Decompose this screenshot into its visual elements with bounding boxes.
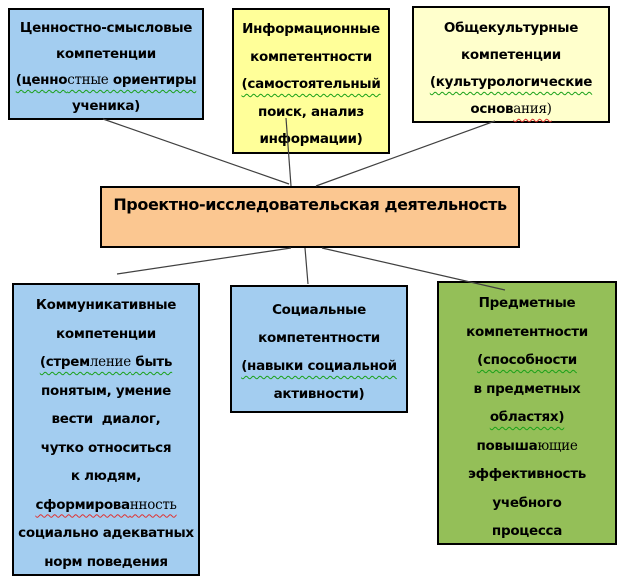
- box-line: чутко относиться: [14, 434, 198, 463]
- spellcheck-underlined-text: (стремление быть: [39, 354, 173, 370]
- box-line: компетенции: [14, 320, 198, 349]
- box-line: в предметных: [439, 375, 615, 404]
- box-line: компетентности: [232, 324, 406, 352]
- box-text: Ценностно-смысловые: [19, 20, 193, 36]
- box-line: Ценностно-смысловые: [10, 15, 202, 41]
- box-text: основания): [470, 101, 552, 117]
- box-text: социально адекватных: [18, 525, 194, 541]
- box-line: сформированность: [14, 491, 198, 520]
- box-text: компетентности: [258, 330, 380, 346]
- box-informational-competencies: Информационные компетентности (самостоят…: [232, 8, 390, 154]
- box-line: активности): [232, 380, 406, 408]
- box-line: процесса: [439, 517, 615, 546]
- box-line: Общекультурные: [414, 15, 608, 42]
- box-line: Проектно-исследовательская деятельность: [102, 195, 518, 214]
- box-line: повышающие: [439, 432, 615, 461]
- box-line: компетентности: [439, 318, 615, 347]
- box-line: компетенции: [10, 41, 202, 67]
- box-text: поиск, анализ: [258, 103, 364, 120]
- box-line: Предметные: [439, 289, 615, 318]
- spellcheck-underlined-text: (навыки социальной: [241, 358, 397, 374]
- box-text: компетенции: [56, 46, 156, 62]
- box-line: Коммуникативные: [14, 291, 198, 320]
- box-line: компетенции: [414, 42, 608, 69]
- box-text: Информационные: [242, 21, 380, 37]
- box-line: эффективность: [439, 460, 615, 489]
- box-text: повышающие: [476, 437, 578, 454]
- box-value-semantic-competencies: Ценностно-смысловые компетенции (ценност…: [8, 8, 204, 120]
- box-communicative-competencies: Коммуникативные компетенции (стремление …: [12, 283, 200, 576]
- box-line: (навыки социальной: [232, 352, 406, 380]
- box-text: Коммуникативные: [35, 297, 177, 313]
- box-subject-competencies: Предметные компетентности (способности в…: [437, 281, 617, 545]
- spellcheck-underlined-text: областях): [489, 409, 565, 425]
- connector-bottom-middle: [304, 247, 309, 285]
- box-text: понятым, умение: [41, 382, 171, 399]
- box-text: компетенции: [461, 47, 561, 63]
- spellcheck-underlined-text: (культурологические: [429, 74, 593, 90]
- box-text: учебного: [492, 494, 562, 511]
- spellcheck-underlined-text: (самостоятельный: [241, 76, 381, 92]
- box-line: вести диалог,: [14, 405, 198, 434]
- connector-bottom-left: [116, 247, 292, 275]
- box-text: вести диалог,: [51, 411, 161, 427]
- box-line: (самостоятельный: [234, 71, 388, 99]
- box-text: ученика): [71, 98, 141, 114]
- box-text: Общекультурные: [443, 20, 579, 36]
- box-text: активности): [273, 386, 365, 402]
- box-line: (стремление быть: [14, 348, 198, 377]
- box-text: Социальные: [272, 302, 366, 318]
- spellcheck-underlined-text: (способности: [477, 352, 577, 368]
- box-line: компетентности: [234, 44, 388, 72]
- box-general-cultural-competencies: Общекультурные компетенции (культурологи…: [412, 6, 610, 123]
- box-line: (ценностные ориентиры: [10, 67, 202, 93]
- box-line: (культурологические: [414, 69, 608, 96]
- box-text: эффективность: [467, 466, 586, 482]
- spellcheck-underlined-text: (ценностные ориентиры: [15, 72, 197, 88]
- box-text: чутко относиться: [40, 439, 172, 456]
- box-line: основания): [414, 96, 608, 123]
- box-line: Информационные: [234, 16, 388, 44]
- box-text: в предметных: [473, 380, 581, 397]
- box-project-research-activity: Проектно-исследовательская деятельность: [100, 186, 520, 248]
- box-line: социально адекватных: [14, 519, 198, 548]
- box-text: процесса: [491, 523, 563, 539]
- box-line: областях): [439, 403, 615, 432]
- central-title-text: Проектно-исследовательская деятельность: [113, 195, 507, 214]
- box-line: учебного: [439, 489, 615, 518]
- spellcheck-underlined-text: ания): [513, 101, 552, 117]
- box-line: понятым, умение: [14, 377, 198, 406]
- spellcheck-underlined-text: сформированность: [35, 496, 177, 513]
- box-social-competencies: Социальные компетентности (навыки социал…: [230, 285, 408, 413]
- box-text: к людям,: [70, 468, 142, 484]
- box-line: Социальные: [232, 296, 406, 324]
- box-line: к людям,: [14, 462, 198, 491]
- box-text: информации): [259, 131, 363, 147]
- box-text: норм поведения: [44, 553, 168, 570]
- box-text: Предметные: [478, 295, 576, 311]
- box-line: ученика): [10, 93, 202, 119]
- box-line: информации): [234, 126, 388, 154]
- box-text: компетенции: [56, 325, 156, 342]
- box-text: компетентности: [250, 48, 372, 65]
- box-text: компетентности: [466, 323, 588, 340]
- box-line: поиск, анализ: [234, 99, 388, 127]
- box-line: (способности: [439, 346, 615, 375]
- box-line: норм поведения: [14, 548, 198, 577]
